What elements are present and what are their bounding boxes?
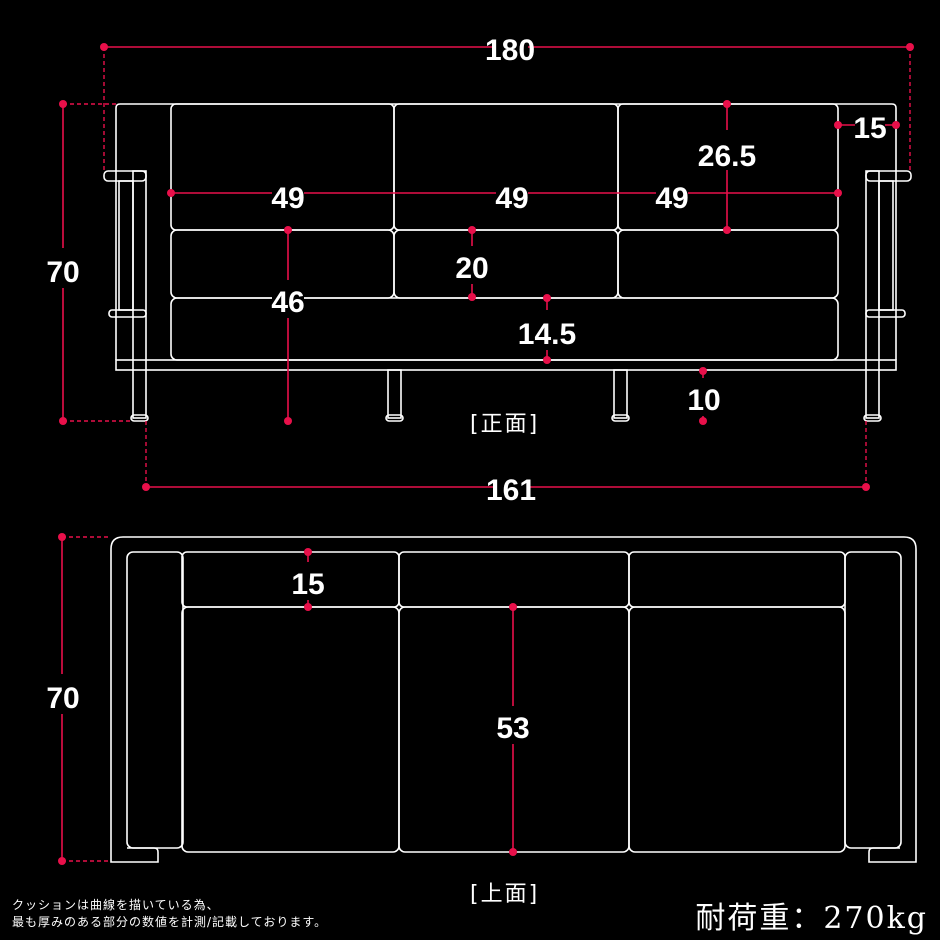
top-left-arm — [126, 551, 184, 849]
dim-seat-width-3: 49 — [655, 182, 688, 215]
dim-seat-width-1: 49 — [271, 182, 304, 215]
top-seat-cushion-right — [628, 606, 846, 853]
load-capacity: 耐荷重：270kg — [695, 901, 928, 936]
dim-back-height: 26.5 — [698, 140, 756, 173]
top-seat-cushion-left — [181, 606, 400, 853]
top-right-arm — [844, 551, 902, 849]
top-view-label: [上面] — [470, 882, 540, 907]
top-back-cushion-right — [628, 551, 846, 608]
dim-seat-width-2: 49 — [495, 182, 528, 215]
dim-seat-cushion: 20 — [455, 252, 488, 285]
dim-base-height: 14.5 — [518, 318, 576, 351]
front-right-arm-top — [865, 170, 912, 182]
dimension-labels: 180 15 26.5 49 49 49 70 46 20 14.5 10 16… — [46, 28, 887, 745]
cushion-note: クッションは曲線を描いている為、 最も厚みのある部分の数値を計測/記載しておりま… — [12, 897, 327, 931]
front-middle-leg-left — [387, 369, 402, 419]
front-seat-cushion-middle — [393, 229, 619, 299]
front-bottom-rail — [115, 359, 897, 371]
dim-width-total: 180 — [485, 34, 535, 67]
dim-leg-span: 161 — [486, 474, 536, 507]
front-right-arm-bar — [865, 309, 906, 318]
front-right-foot — [863, 414, 882, 422]
dim-arm-width: 15 — [853, 112, 886, 145]
front-right-arm-inner — [878, 180, 894, 311]
front-left-arm-inner — [118, 180, 134, 311]
dim-leg-height: 10 — [687, 384, 720, 417]
front-middle-foot-right — [611, 414, 630, 422]
cushion-note-line-2: 最も厚みのある部分の数値を計測/記載しております。 — [12, 915, 328, 929]
front-seat-cushion-right — [617, 229, 839, 299]
front-right-arm-post — [865, 170, 880, 419]
front-middle-leg-right — [613, 369, 628, 419]
cushion-note-line-1: クッションは曲線を描いている為、 — [12, 898, 220, 912]
front-left-arm-bar — [108, 309, 147, 318]
dim-back-depth: 15 — [291, 568, 324, 601]
front-middle-foot-left — [385, 414, 404, 422]
front-view-label: [正面] — [470, 412, 540, 437]
top-back-cushion-middle — [398, 551, 630, 608]
dim-seat-depth: 53 — [496, 712, 529, 745]
dim-height-total: 70 — [46, 256, 79, 289]
front-back-frame — [115, 103, 897, 360]
front-left-arm-post — [132, 170, 147, 419]
front-view-sofa — [103, 103, 912, 422]
dim-depth-total: 70 — [46, 682, 79, 715]
dim-seat-height: 46 — [271, 286, 304, 319]
front-left-foot — [130, 414, 149, 422]
front-left-arm-top — [103, 170, 147, 182]
